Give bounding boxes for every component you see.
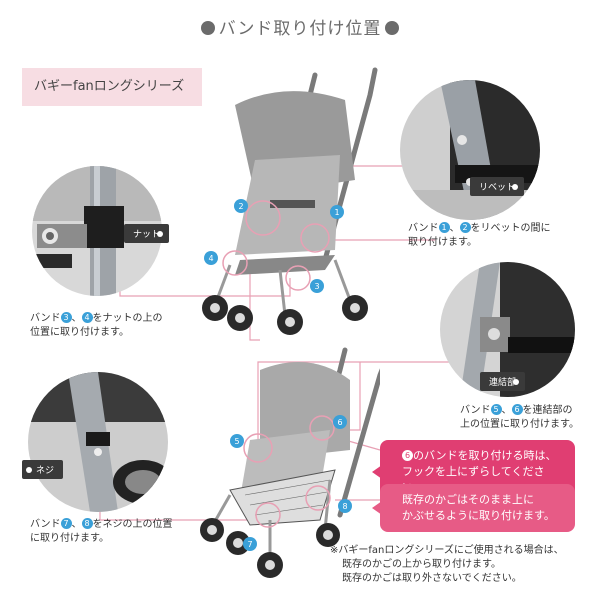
svg-text:8: 8 xyxy=(342,502,347,511)
svg-text:5: 5 xyxy=(234,437,239,446)
label-joint: 連結部 xyxy=(480,372,526,391)
svg-text:1: 1 xyxy=(334,208,339,217)
bullet-dot-icon xyxy=(385,21,400,35)
svg-text:2: 2 xyxy=(238,202,243,211)
series-label: バギーfanロングシリーズ xyxy=(22,68,202,106)
photo-rivet-closeup xyxy=(400,80,540,220)
callout-basket: 既存のかごはそのまま上に かぶせるように取り付けます。 xyxy=(372,484,575,532)
page-title: バンド取り付け位置 xyxy=(0,14,600,39)
stroller-top-illustration: 1 2 3 4 xyxy=(202,67,378,335)
marker-icon: 1 xyxy=(438,222,450,233)
bullet-dot-icon xyxy=(200,21,215,35)
marker-icon: 6 xyxy=(402,450,413,461)
marker-icon: 6 xyxy=(511,404,523,415)
marker-icon: 7 xyxy=(60,518,72,529)
footnote: ※バギーfanロングシリーズにご使用される場合は、 既存のかごの上から取り付けま… xyxy=(330,545,564,584)
label-nut: ナット xyxy=(124,224,170,243)
marker-icon: 3 xyxy=(60,312,72,323)
photo-screw-closeup xyxy=(28,372,168,512)
label-screw: ネジ xyxy=(22,460,64,479)
svg-text:4: 4 xyxy=(208,254,213,263)
stroller-bottom-illustration: 5 6 7 8 xyxy=(200,347,380,578)
marker-icon: 4 xyxy=(81,312,93,323)
marker-icon: 8 xyxy=(81,518,93,529)
svg-text:6: 6 xyxy=(337,418,342,427)
label-rivet: リベット xyxy=(470,177,525,196)
svg-text:7: 7 xyxy=(247,540,252,549)
svg-text:3: 3 xyxy=(314,282,319,291)
band-markers-top: 1 2 3 4 xyxy=(204,199,344,293)
marker-icon: 2 xyxy=(459,222,471,233)
band-markers-bottom: 5 6 7 8 xyxy=(230,415,352,551)
marker-icon: 5 xyxy=(490,404,502,415)
